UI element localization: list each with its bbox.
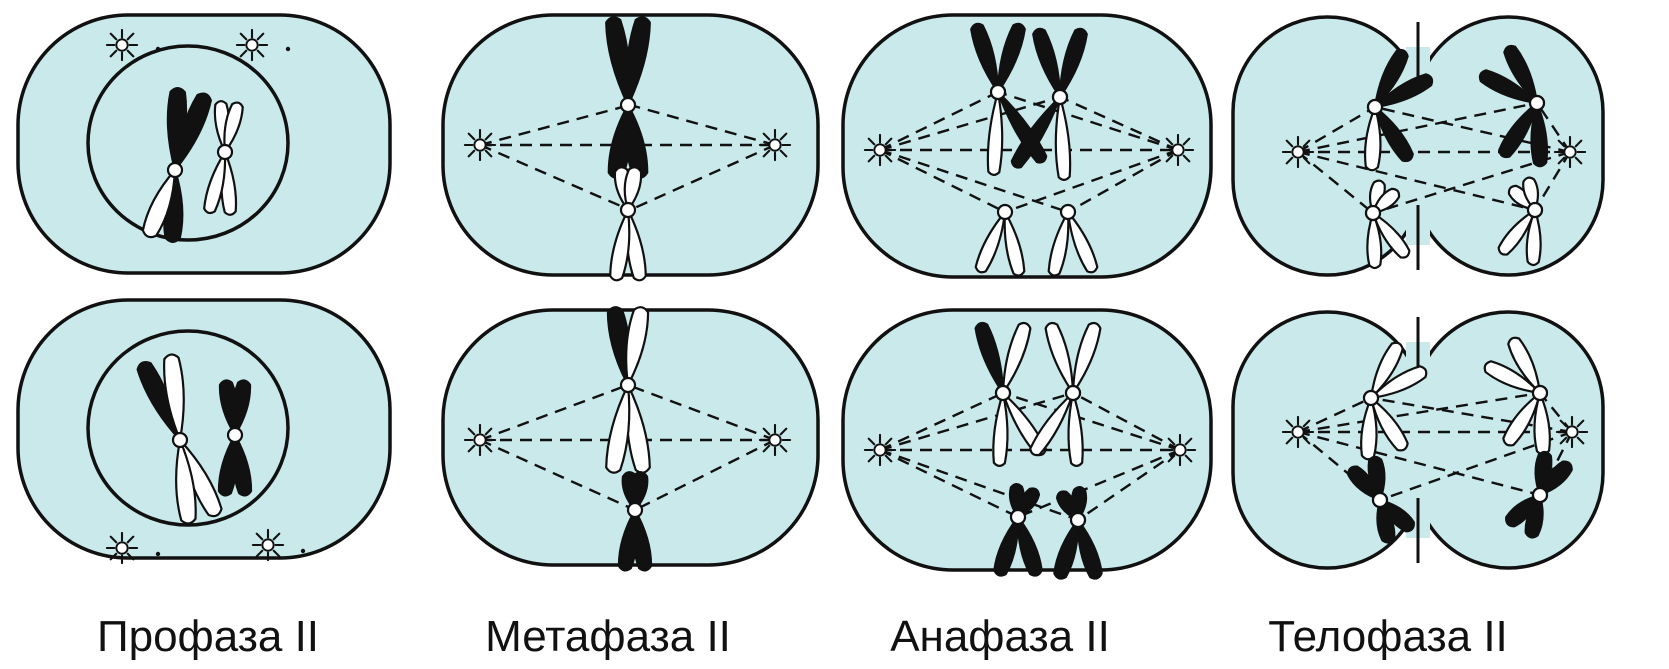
centriole-left — [865, 135, 895, 165]
centriole-left — [1283, 137, 1313, 167]
dot — [301, 549, 305, 553]
centriole — [237, 30, 267, 60]
centriole — [253, 530, 283, 560]
centromere — [1366, 206, 1380, 220]
centromere — [1368, 100, 1382, 114]
phase-label-anaphase: Анафаза II — [800, 615, 1200, 659]
centromere — [168, 163, 182, 177]
phase-label-telophase: Телофаза II — [1188, 615, 1588, 659]
centromere — [996, 386, 1010, 400]
centriole — [107, 533, 137, 563]
centromere — [1533, 386, 1547, 400]
centriole-right — [1163, 135, 1193, 165]
centromere — [1071, 513, 1085, 527]
centromere — [1373, 493, 1387, 507]
centromere — [991, 85, 1005, 99]
centriole-left — [865, 435, 895, 465]
centromere — [1533, 488, 1547, 502]
centromere — [628, 503, 642, 517]
dot — [156, 47, 160, 51]
centromere — [621, 378, 635, 392]
centromere — [1061, 205, 1075, 219]
centriole — [107, 30, 137, 60]
centromere — [621, 98, 635, 112]
phase-label-metaphase: Метафаза II — [408, 615, 808, 659]
centriole-left — [465, 130, 495, 160]
centromere — [218, 145, 232, 159]
centromere — [173, 433, 187, 447]
centromere — [1530, 96, 1544, 110]
centriole-right — [1555, 137, 1585, 167]
centriole-left — [1283, 417, 1313, 447]
centromere — [228, 428, 242, 442]
phase-label-prophase: Профаза II — [8, 615, 408, 659]
centromere — [1011, 510, 1025, 524]
centriole-right — [1557, 417, 1587, 447]
centromere — [1066, 386, 1080, 400]
centromere — [1053, 90, 1067, 104]
centromere — [1364, 391, 1378, 405]
centromere — [998, 205, 1012, 219]
centriole-left — [465, 425, 495, 455]
centromere — [621, 203, 635, 217]
centriole-right — [1165, 435, 1195, 465]
dot — [156, 552, 160, 556]
centriole-right — [760, 130, 790, 160]
dot — [286, 47, 290, 51]
centromere — [1528, 203, 1542, 217]
centriole-right — [760, 425, 790, 455]
cell-grid — [18, 15, 1603, 579]
